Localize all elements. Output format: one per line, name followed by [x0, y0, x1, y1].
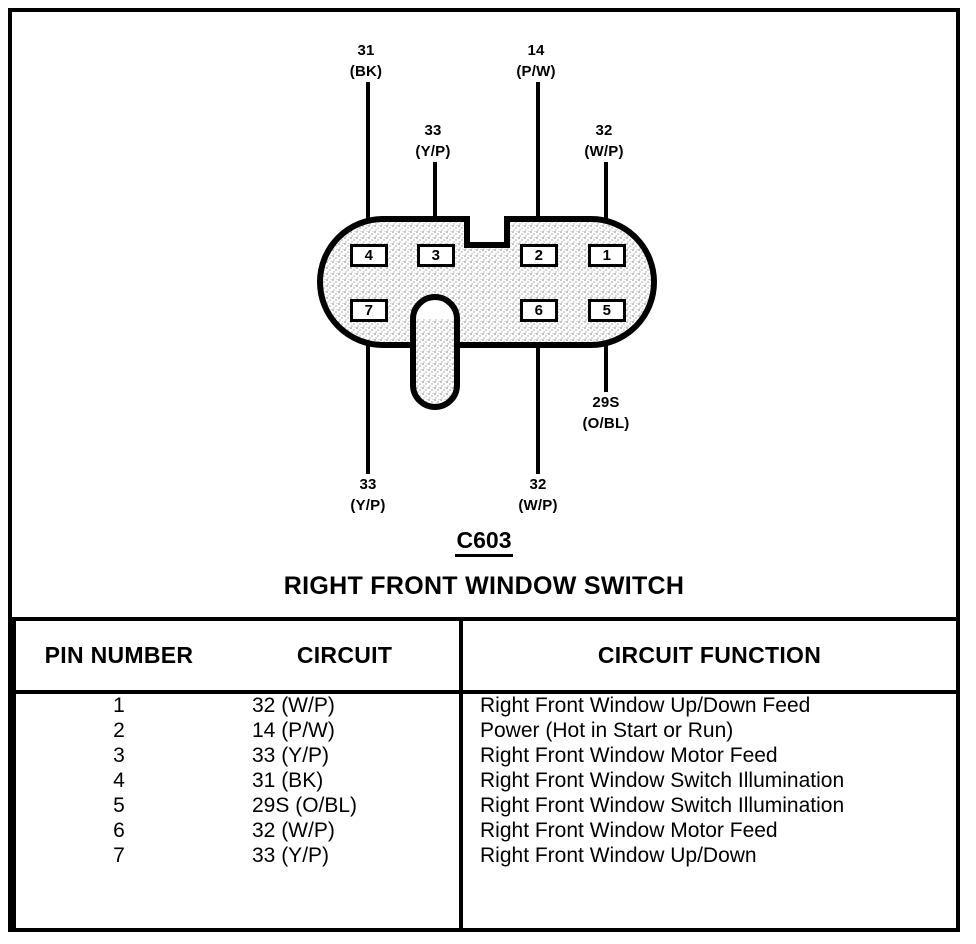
wire-code: 14 — [527, 42, 545, 59]
lead-wire-pin-1 — [604, 162, 608, 222]
pin-box-4: 4 — [350, 244, 388, 267]
wire-code: 33 — [359, 476, 377, 493]
wire-code: 31 — [357, 42, 375, 59]
connector-id-text: C603 — [454, 527, 514, 557]
wire-color: (W/P) — [518, 497, 558, 514]
cell-circuit-function: Right Front Window Motor Feed — [480, 819, 778, 842]
lead-wire-pin-6 — [536, 312, 540, 474]
column-header-circuit-function: CIRCUIT FUNCTION — [597, 642, 822, 668]
wire-code: 32 — [595, 122, 613, 139]
wire-color: (O/BL) — [582, 415, 630, 432]
wire-color: (Y/P) — [415, 143, 451, 160]
cell-circuit-function: Power (Hot in Start or Run) — [480, 719, 734, 742]
wire-code: 33 — [424, 122, 442, 139]
connector-outline-svg — [317, 216, 657, 410]
cell-pin-number: 7 — [113, 844, 125, 867]
pin-label: 4 — [364, 247, 374, 264]
cell-pin-number: 4 — [113, 769, 125, 792]
lead-wire-pin-4 — [366, 82, 370, 222]
cell-circuit: 33 (Y/P) — [252, 844, 330, 867]
table-row: 1 32 (W/P) Right Front Window Up/Down Fe… — [12, 694, 956, 718]
connector-shell — [317, 216, 657, 348]
cell-circuit: 14 (P/W) — [252, 719, 335, 742]
wire-callout-pin-6: 32 (W/P) — [488, 474, 588, 516]
pin-label: 2 — [534, 247, 544, 264]
table-row: 4 31 (BK) Right Front Window Switch Illu… — [12, 769, 956, 793]
wire-color: (P/W) — [516, 63, 556, 80]
pin-box-1: 1 — [588, 244, 626, 267]
cell-circuit-function: Right Front Window Up/Down — [480, 844, 757, 867]
table-row: 5 29S (O/BL) Right Front Window Switch I… — [12, 794, 956, 818]
table-row: 6 32 (W/P) Right Front Window Motor Feed — [12, 819, 956, 843]
wire-callout-pin-7: 33 (Y/P) — [318, 474, 418, 516]
cell-circuit-function: Right Front Window Up/Down Feed — [480, 694, 811, 717]
wire-color: (Y/P) — [350, 497, 386, 514]
pin-box-7: 7 — [350, 299, 388, 322]
connector-locking-tab — [410, 319, 460, 410]
cell-circuit: 32 (W/P) — [252, 819, 335, 842]
wire-callout-pin-1: 32 (W/P) — [554, 120, 654, 162]
lead-wire-pin-5 — [604, 312, 608, 392]
connector-id: C603 — [12, 527, 956, 557]
pin-box-2: 2 — [520, 244, 558, 267]
pin-box-5: 5 — [588, 299, 626, 322]
cell-circuit-function: Right Front Window Motor Feed — [480, 744, 778, 767]
cell-circuit: 29S (O/BL) — [252, 794, 358, 817]
connector-diagram: 31 (BK) 33 (Y/P) 14 (P/W) 32 (W/P) 33 (Y… — [12, 12, 956, 617]
column-divider-2 — [459, 621, 463, 932]
lead-wire-pin-7 — [366, 312, 370, 474]
cell-pin-number: 1 — [113, 694, 125, 717]
table-header-row: PIN NUMBER CIRCUIT CIRCUIT FUNCTION — [12, 621, 956, 694]
pin-box-6: 6 — [520, 299, 558, 322]
cell-pin-number: 5 — [113, 794, 125, 817]
pin-label: 6 — [534, 302, 544, 319]
cell-circuit-function: Right Front Window Switch Illumination — [480, 794, 845, 817]
lead-wire-pin-3 — [433, 162, 437, 222]
pin-label: 3 — [431, 247, 441, 264]
pin-label: 7 — [364, 302, 374, 319]
cell-pin-number: 6 — [113, 819, 125, 842]
connector-body: 4 3 2 1 7 6 5 — [308, 207, 678, 417]
cell-pin-number: 2 — [113, 719, 125, 742]
table-row: 7 33 (Y/P) Right Front Window Up/Down — [12, 844, 956, 868]
table-body: 1 32 (W/P) Right Front Window Up/Down Fe… — [12, 694, 956, 932]
pin-assignment-table: PIN NUMBER CIRCUIT CIRCUIT FUNCTION 1 32… — [8, 617, 960, 932]
table-row: 3 33 (Y/P) Right Front Window Motor Feed — [12, 744, 956, 768]
wire-color: (W/P) — [584, 143, 624, 160]
table-row: 2 14 (P/W) Power (Hot in Start or Run) — [12, 719, 956, 743]
wire-code: 29S — [592, 394, 620, 411]
cell-pin-number: 3 — [113, 744, 125, 767]
column-header-pin-number: PIN NUMBER — [44, 642, 194, 668]
cell-circuit: 31 (BK) — [252, 769, 324, 792]
cell-circuit-function: Right Front Window Switch Illumination — [480, 769, 845, 792]
wire-callout-pin-3: 33 (Y/P) — [383, 120, 483, 162]
cell-circuit: 32 (W/P) — [252, 694, 335, 717]
connector-title: RIGHT FRONT WINDOW SWITCH — [283, 572, 685, 600]
column-header-circuit: CIRCUIT — [296, 642, 393, 668]
cell-circuit: 33 (Y/P) — [252, 744, 330, 767]
wire-color: (BK) — [349, 63, 383, 80]
page-border — [8, 8, 960, 932]
pin-label: 5 — [602, 302, 612, 319]
wire-callout-pin-2: 14 (P/W) — [486, 40, 586, 82]
lead-wire-pin-2 — [536, 82, 540, 222]
pin-label: 1 — [602, 247, 612, 264]
column-divider-1 — [12, 621, 16, 932]
wire-callout-pin-5: 29S (O/BL) — [556, 392, 656, 434]
wire-code: 32 — [529, 476, 547, 493]
wire-callout-pin-4: 31 (BK) — [316, 40, 416, 82]
pin-box-3: 3 — [417, 244, 455, 267]
